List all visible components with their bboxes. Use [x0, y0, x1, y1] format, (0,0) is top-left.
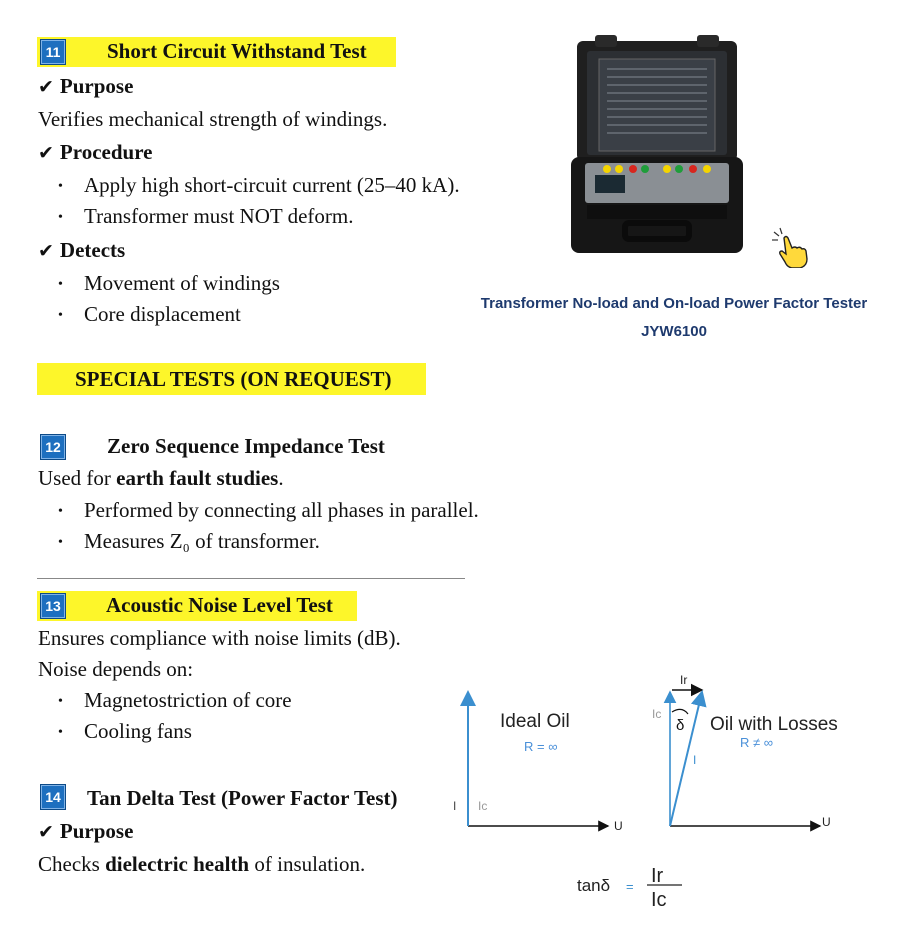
tan-delta-diagram: I Ic U Ideal Oil R = ∞ Ir Ic δ I U Oil w… [440, 670, 880, 915]
list-item: Magnetostriction of core [38, 688, 292, 713]
ideal-u-label: U [614, 819, 623, 833]
special-tests-title: SPECIAL TESTS (ON REQUEST) [75, 367, 392, 391]
detects-heading: ✔Detects [38, 238, 126, 262]
product-image[interactable] [567, 33, 747, 263]
pointing-hand-icon [770, 226, 810, 269]
lossy-u-label: U [822, 815, 831, 829]
product-caption-model: JYW6100 [641, 323, 707, 340]
formula-lhs: tanδ [577, 876, 610, 895]
delta-arc [671, 708, 689, 715]
ir-label: Ir [680, 673, 687, 687]
section-12-intro: Used for earth fault studies. [38, 466, 284, 490]
list-item: Cooling fans [38, 719, 192, 744]
list-item: Core displacement [38, 302, 241, 327]
section-title: Short Circuit Withstand Test [107, 39, 367, 63]
ic-label: Ic [652, 707, 661, 721]
special-tests-banner: SPECIAL TESTS (ON REQUEST) [37, 363, 426, 395]
ideal-oil-title: Ideal Oil [500, 711, 570, 732]
product-caption-name: Transformer No-load and On-load Power Fa… [480, 295, 868, 312]
section-14-text: Checks dielectric health of insulation. [38, 852, 366, 876]
list-item: Transformer must NOT deform. [38, 204, 353, 229]
check-icon: ✔ [38, 240, 54, 262]
section-title: Tan Delta Test (Power Factor Test) [87, 786, 398, 810]
section-13-heading: 13 Acoustic Noise Level Test [37, 591, 357, 621]
section-number-badge: 11 [40, 39, 66, 65]
product-caption: Transformer No-load and On-load Power Fa… [440, 290, 908, 346]
list-item: Movement of windings [38, 271, 280, 296]
formula-numerator: Ir [651, 865, 664, 887]
section-14-heading: 14 Tan Delta Test (Power Factor Test) [37, 783, 437, 813]
section-title: Zero Sequence Impedance Test [107, 434, 385, 458]
ideal-i-label: I [453, 799, 456, 813]
section-13-line2: Noise depends on: [38, 657, 194, 681]
lossy-oil-title: Oil with Losses [710, 714, 838, 735]
power-factor-tester-image [571, 35, 743, 253]
list-item: Measures Z₀ of transformer. [38, 529, 320, 554]
section-number-badge: 13 [40, 593, 66, 619]
i-label: I [693, 753, 696, 767]
section-title: Acoustic Noise Level Test [106, 593, 333, 617]
lossy-r-label: R ≠ ∞ [740, 735, 773, 750]
ideal-r-label: R = ∞ [524, 739, 557, 754]
purpose-heading: ✔Purpose [38, 819, 134, 843]
divider [37, 578, 465, 579]
total-current-vector [669, 690, 707, 827]
check-icon: ✔ [38, 142, 54, 164]
list-item: Apply high short-circuit current (25–40 … [38, 173, 460, 198]
check-icon: ✔ [38, 821, 54, 843]
formula-denominator: Ic [651, 889, 667, 911]
ideal-ic-label: Ic [478, 799, 487, 813]
check-icon: ✔ [38, 76, 54, 98]
formula-equals: = [626, 879, 634, 894]
delta-label: δ [676, 717, 684, 734]
section-number-badge: 12 [40, 434, 66, 460]
purpose-heading: ✔Purpose [38, 74, 134, 98]
purpose-text: Verifies mechanical strength of windings… [38, 107, 388, 131]
list-item: Performed by connecting all phases in pa… [38, 498, 479, 523]
section-11-heading: 11 Short Circuit Withstand Test [37, 37, 396, 67]
section-number-badge: 14 [40, 784, 66, 810]
section-13-line1: Ensures compliance with noise limits (dB… [38, 626, 401, 650]
procedure-heading: ✔Procedure [38, 140, 153, 164]
section-12-heading: 12 Zero Sequence Impedance Test [37, 432, 437, 462]
